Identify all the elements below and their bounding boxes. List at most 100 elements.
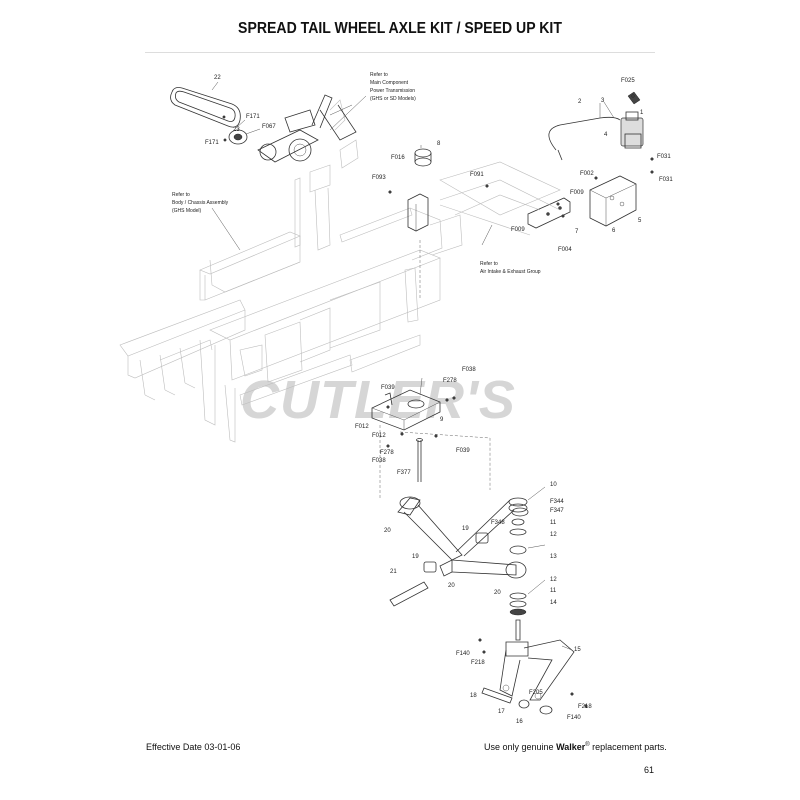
svg-text:18: 18 [470,693,477,699]
svg-text:F171: F171 [246,114,260,120]
svg-text:F377: F377 [397,470,411,476]
svg-text:F009: F009 [511,227,525,233]
belt-22 [170,87,241,128]
svg-text:3: 3 [601,98,605,104]
svg-text:F038: F038 [372,458,386,464]
svg-text:11: 11 [550,588,557,594]
svg-text:(GHS Model): (GHS Model) [172,208,202,214]
svg-text:Refer to: Refer to [172,192,190,198]
svg-text:F140: F140 [456,651,470,657]
svg-text:9: 9 [440,417,444,423]
svg-text:12: 12 [550,532,557,538]
power-transmission-assembly [257,94,357,163]
svg-text:19: 19 [462,526,469,532]
svg-text:F031: F031 [659,177,673,183]
svg-text:F012: F012 [355,424,369,430]
svg-text:F009: F009 [570,190,584,196]
bearing-stack [508,497,528,616]
svg-text:2: 2 [578,99,582,105]
svg-text:F091: F091 [470,172,484,178]
svg-text:F031: F031 [657,154,671,160]
svg-text:F348: F348 [491,520,505,526]
svg-text:Air Intake & Exhaust Group: Air Intake & Exhaust Group [480,269,541,275]
svg-text:F278: F278 [443,378,457,384]
page-number: 61 [644,765,655,775]
svg-text:22: 22 [214,75,221,81]
svg-text:13: 13 [550,554,557,560]
svg-text:F004: F004 [558,247,572,253]
note-main-component: Refer to Main Component Power Transmissi… [370,72,416,102]
genuine-parts-notice: Use only genuine Walker® replacement par… [484,742,667,752]
note-body-chassis: Refer to Body / Chassis Assembly (GHS Mo… [172,192,229,214]
bushing-19a [475,532,489,544]
mounting-bracket-5 [589,175,637,227]
throttle-control-assembly [548,91,644,161]
svg-text:F038: F038 [462,367,476,373]
svg-text:F205: F205 [529,690,543,696]
air-intake-panel-ghost [439,161,561,216]
svg-text:F039: F039 [381,385,395,391]
pin-21 [389,581,429,607]
pulley-23 [228,129,248,145]
svg-text:Main Component: Main Component [370,80,409,86]
svg-text:4: 4 [604,132,608,138]
note-air-intake: Refer to Air Intake & Exhaust Group [480,261,541,275]
svg-text:17: 17 [498,709,505,715]
svg-text:F278: F278 [380,450,394,456]
svg-text:8: 8 [437,141,441,147]
svg-text:F093: F093 [372,175,386,181]
svg-text:1: 1 [640,110,644,116]
small-plate-7 [527,197,571,229]
svg-text:5: 5 [638,218,642,224]
svg-text:Body / Chassis Assembly: Body / Chassis Assembly [172,200,229,206]
svg-text:12: 12 [550,577,557,583]
page-title: SPREAD TAIL WHEEL AXLE KIT / SPEED UP KI… [238,20,562,37]
effective-date: Effective Date 03-01-06 [146,742,241,752]
svg-text:20: 20 [384,528,391,534]
svg-text:20: 20 [448,583,455,589]
title-divider [145,52,655,53]
svg-text:F171: F171 [205,140,219,146]
svg-text:F218: F218 [578,704,592,710]
svg-text:7: 7 [575,229,579,235]
svg-text:21: 21 [390,569,397,575]
svg-text:Refer to: Refer to [480,261,498,267]
bushing-8 [414,148,432,167]
svg-text:14: 14 [550,600,557,606]
svg-text:F344: F344 [550,499,564,505]
svg-text:Refer to: Refer to [370,72,388,78]
svg-text:F140: F140 [567,715,581,721]
svg-text:23: 23 [233,127,240,133]
svg-text:20: 20 [494,590,501,596]
watermark: CUTLER'S [240,370,516,430]
svg-text:F067: F067 [262,124,276,130]
svg-text:Power Transmission: Power Transmission [370,88,415,94]
fasteners [222,94,654,708]
registered-mark: ® [585,742,590,748]
svg-text:F039: F039 [456,448,470,454]
svg-text:F016: F016 [391,155,405,161]
svg-text:F347: F347 [550,508,564,514]
svg-text:10: 10 [550,482,557,488]
svg-text:15: 15 [574,647,581,653]
svg-text:16: 16 [516,719,523,725]
leader-lines [211,81,615,651]
svg-text:F025: F025 [621,78,635,84]
spacer-17 [518,699,530,709]
svg-text:F218: F218 [471,660,485,666]
caster-tube [407,193,429,300]
bushing-19b [423,561,437,573]
spread-axle-weldment [397,496,529,579]
bolt-F377 [416,438,423,482]
brand-name: Walker [556,742,586,752]
axle-bolt-18 [481,687,513,704]
svg-text:F012: F012 [372,433,386,439]
chassis-frame-ghost [119,99,463,443]
part-labels: 22 F171 23 F067 F171 F025 2 3 1 4 F031 F… [205,75,673,725]
svg-text:F002: F002 [580,171,594,177]
svg-text:11: 11 [550,520,557,526]
svg-text:6: 6 [612,228,616,234]
caster-fork-15 [499,619,575,701]
nut-16 [539,705,553,715]
